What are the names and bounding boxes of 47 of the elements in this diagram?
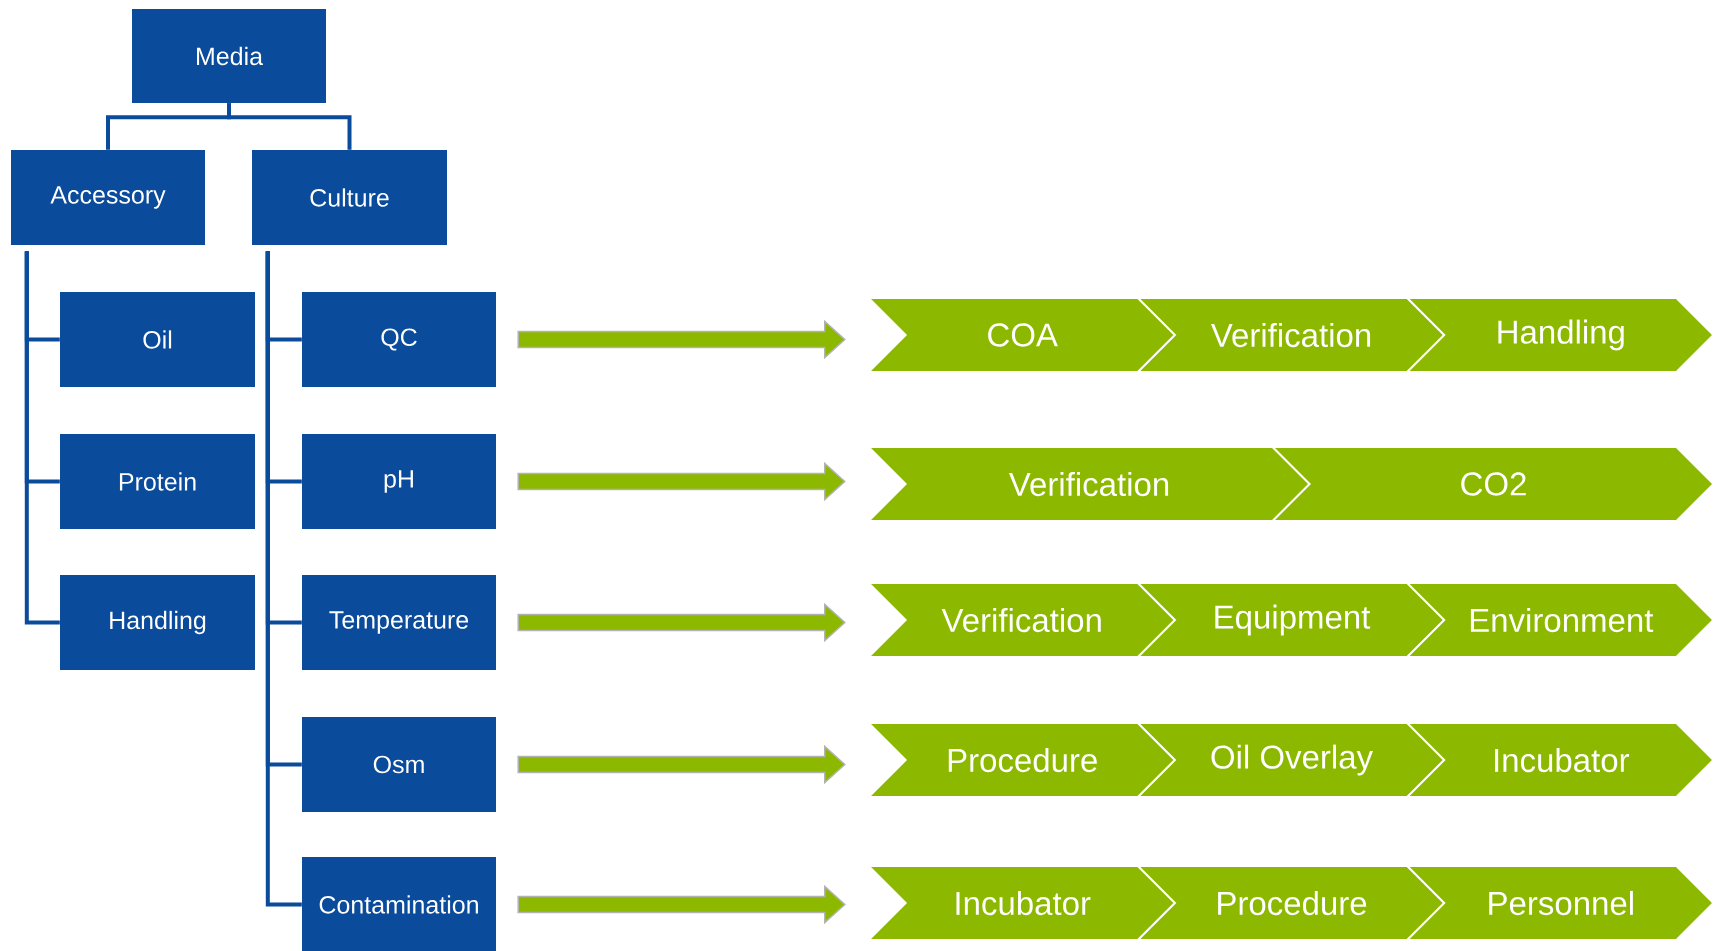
- node-label: Handling: [1498, 319, 1624, 351]
- category-box: Accessory: [11, 150, 205, 245]
- chevron-step: CO2: [1275, 448, 1712, 520]
- chevron-step: Procedure: [871, 724, 1174, 796]
- node-label: COA: [988, 323, 1058, 347]
- node-label: Environment: [1470, 607, 1654, 633]
- category-box: Contamination: [302, 857, 496, 951]
- chevron-step: Equipment: [1140, 584, 1443, 656]
- chevron-step: Oil Overlay: [1140, 724, 1443, 796]
- category-box: Osm: [302, 717, 496, 812]
- category-box: Handling: [60, 575, 255, 670]
- tree-connector: [24, 251, 60, 625]
- tree-connector: [265, 251, 302, 907]
- node-label: Equipment: [1215, 604, 1371, 636]
- node-label: Oil Overlay: [1211, 744, 1374, 776]
- node-label: Verification: [941, 607, 1101, 633]
- node-label: Procedure: [1218, 890, 1367, 916]
- chevron-step: Incubator: [871, 867, 1174, 939]
- category-box: Oil: [60, 292, 255, 387]
- block-arrow: [517, 461, 846, 502]
- category-box: Culture: [252, 150, 447, 245]
- chevron-step: Handling: [1409, 299, 1712, 371]
- category-box: pH: [302, 434, 496, 529]
- category-box: Media: [132, 9, 326, 103]
- chevron-step: Environment: [1409, 584, 1712, 656]
- chevron-step: Procedure: [1140, 867, 1443, 939]
- chevron-step: Personnel: [1409, 867, 1712, 939]
- chevron-step: Verification: [871, 448, 1308, 520]
- chevron-step: Verification: [871, 584, 1174, 656]
- chevron-step: Verification: [1140, 299, 1443, 371]
- node-label: Incubator: [956, 890, 1091, 916]
- block-arrow: [517, 884, 846, 925]
- block-arrow: [517, 319, 846, 360]
- category-box: QC: [302, 292, 496, 387]
- node-label: Verification: [1008, 471, 1169, 497]
- block-arrow: [517, 744, 846, 785]
- node-label: Personnel: [1489, 890, 1633, 916]
- node-label: CO2: [1461, 472, 1526, 496]
- node-label: Procedure: [948, 747, 1097, 773]
- bracket-connector: [227, 103, 352, 150]
- chevron-step: Incubator: [1409, 724, 1712, 796]
- category-box: Protein: [60, 434, 255, 529]
- chevron-step: COA: [871, 299, 1174, 371]
- node-label: Verification: [1210, 322, 1371, 348]
- node-label: Incubator: [1495, 747, 1630, 773]
- category-box: Temperature: [302, 575, 496, 670]
- block-arrow: [517, 602, 846, 643]
